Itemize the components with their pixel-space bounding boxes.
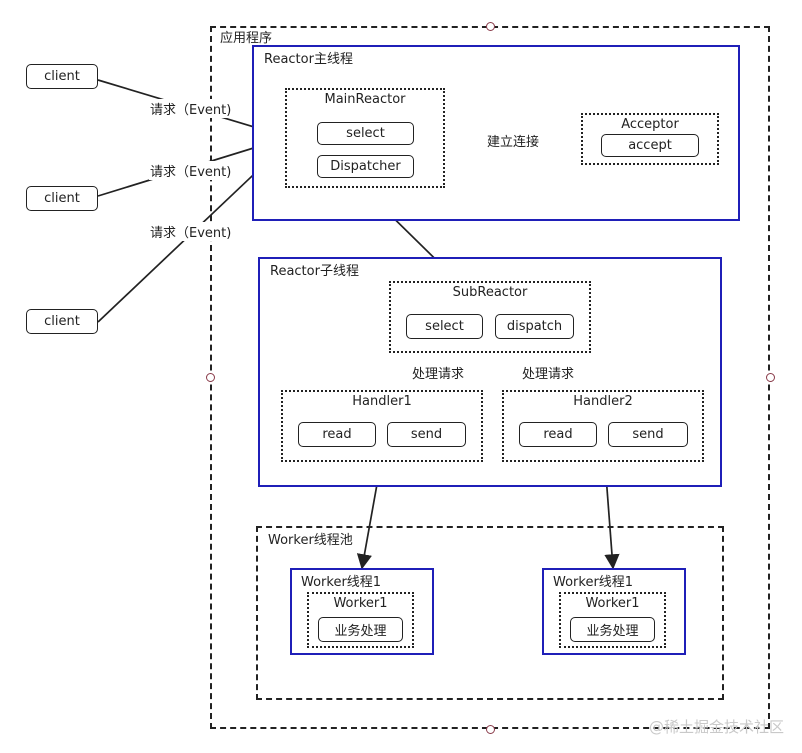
handler1-title: Handler1: [352, 394, 412, 409]
client-node-2[interactable]: client: [26, 186, 98, 211]
connect-label: 建立连接: [486, 131, 541, 150]
sub-reactor-title: SubReactor: [452, 285, 528, 300]
application-title: 应用程序: [220, 31, 273, 46]
worker-thread-1-title: Worker线程1: [301, 575, 382, 590]
worker-2-inner-title: Worker1: [585, 596, 640, 611]
acceptor-title: Acceptor: [621, 117, 679, 132]
worker-1-inner-title: Worker1: [333, 596, 388, 611]
reactor-main-thread-title: Reactor主线程: [264, 52, 353, 67]
worker-thread-2-title: Worker线程1: [553, 575, 634, 590]
process-label-1: 处理请求: [411, 363, 466, 382]
client-node-3[interactable]: client: [26, 309, 98, 334]
worker-pool: Worker线程池: [256, 526, 724, 700]
sub-reactor-dispatch[interactable]: dispatch: [495, 314, 574, 339]
handle-top[interactable]: [486, 22, 495, 31]
worker-pool-title: Worker线程池: [268, 533, 353, 548]
handler2-send[interactable]: send: [608, 422, 688, 447]
request-label-3: 请求（Event): [149, 222, 233, 241]
main-reactor-dispatcher[interactable]: Dispatcher: [317, 155, 414, 178]
handle-right[interactable]: [766, 373, 775, 382]
watermark: @稀土掘金技术社区: [648, 718, 784, 736]
acceptor-accept[interactable]: accept: [601, 134, 699, 157]
handler1-send[interactable]: send: [387, 422, 466, 447]
handler1-read[interactable]: read: [298, 422, 376, 447]
handler2-title: Handler2: [573, 394, 633, 409]
handler2-read[interactable]: read: [519, 422, 597, 447]
handle-left[interactable]: [206, 373, 215, 382]
main-reactor-title: MainReactor: [324, 92, 406, 107]
handle-bottom[interactable]: [486, 725, 495, 734]
sub-reactor-select[interactable]: select: [406, 314, 483, 339]
main-reactor-select[interactable]: select: [317, 122, 414, 145]
request-label-1: 请求（Event): [149, 99, 233, 118]
reactor-sub-thread-title: Reactor子线程: [270, 264, 359, 279]
process-label-2: 处理请求: [521, 363, 576, 382]
request-label-2: 请求（Event): [149, 161, 233, 180]
worker-2-task[interactable]: 业务处理: [570, 617, 655, 642]
client-node-1[interactable]: client: [26, 64, 98, 89]
worker-1-task[interactable]: 业务处理: [318, 617, 403, 642]
